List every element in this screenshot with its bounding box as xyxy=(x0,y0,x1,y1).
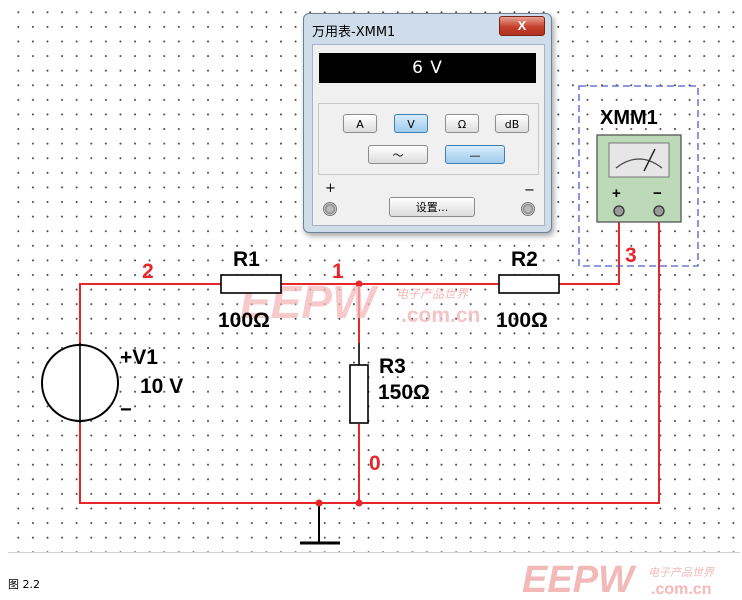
watermark-url: .com.cn xyxy=(401,304,480,327)
mode-ampere-button[interactable]: A xyxy=(343,114,377,133)
meter-minus: − xyxy=(653,185,662,202)
node-label-2: 2 xyxy=(142,260,154,283)
junction-node-0 xyxy=(355,499,363,507)
v1-value: 10 V xyxy=(140,375,183,398)
voltage-source-v1[interactable] xyxy=(41,343,119,423)
window-titlebar[interactable]: 万用表-XMM1 X xyxy=(304,14,551,44)
r3-name: R3 xyxy=(379,355,406,378)
plus-terminal-label: + xyxy=(325,181,336,196)
node-label-0: 0 xyxy=(369,452,381,475)
window-title: 万用表-XMM1 xyxy=(312,25,396,40)
node-label-1: 1 xyxy=(332,260,344,283)
minus-terminal-label: − xyxy=(524,183,535,198)
watermark: EEPW 电子产品世界 .com.cn xyxy=(240,276,480,328)
dc-button[interactable]: — xyxy=(445,145,505,164)
r2-value: 100Ω xyxy=(496,309,548,332)
resistor-r3[interactable] xyxy=(349,364,369,424)
reading-display: 6 V xyxy=(319,53,536,83)
schematic-drawing: EEPW 电子产品世界 .com.cn R1 100Ω R2 100Ω R3 1… xyxy=(41,85,699,545)
meter-plus: + xyxy=(612,185,621,202)
close-button[interactable]: X xyxy=(499,16,545,36)
controls-group: A V Ω dB 〜 — xyxy=(318,103,539,175)
ac-button[interactable]: 〜 xyxy=(368,145,428,164)
v1-name: +V1 xyxy=(120,346,158,369)
mode-volt-button[interactable]: V xyxy=(394,114,428,133)
junction-ground xyxy=(315,499,323,507)
node-label-3: 3 xyxy=(625,244,637,267)
ground-symbol[interactable] xyxy=(300,503,340,545)
wire-node-3[interactable] xyxy=(559,212,620,285)
v1-minus-sign: − xyxy=(120,399,132,421)
multimeter-panel: 6 V A V Ω dB 〜 — + − 设置... xyxy=(312,44,545,226)
junction-node-1 xyxy=(355,280,363,288)
resistor-r1[interactable] xyxy=(220,274,282,294)
settings-button[interactable]: 设置... xyxy=(389,197,475,217)
r2-name: R2 xyxy=(511,248,538,271)
multimeter-window[interactable]: 万用表-XMM1 X 6 V A V Ω dB 〜 — + − 设置... xyxy=(303,13,552,233)
resistor-r2[interactable] xyxy=(498,274,560,294)
minus-terminal-icon[interactable] xyxy=(521,202,535,216)
logo-text: EEPW xyxy=(522,559,637,600)
meter-plus-terminal[interactable] xyxy=(613,205,625,217)
r1-value: 100Ω xyxy=(218,309,270,332)
meter-minus-terminal[interactable] xyxy=(653,205,665,217)
mode-ohm-button[interactable]: Ω xyxy=(445,114,479,133)
eepw-logo: EEPW 电子产品世界 .com.cn xyxy=(522,559,715,600)
meter-name: XMM1 xyxy=(600,107,658,129)
wire-node-0[interactable] xyxy=(79,212,660,504)
wires xyxy=(79,212,660,504)
mode-decibel-button[interactable]: dB xyxy=(495,114,529,133)
multimeter-xmm1[interactable]: XMM1 + − xyxy=(578,85,699,267)
wire-node-2[interactable] xyxy=(79,283,221,345)
logo-tagline: 电子产品世界 xyxy=(648,566,715,579)
figure-caption: 图 2.2 xyxy=(8,578,40,591)
r3-value: 150Ω xyxy=(378,381,430,404)
r1-name: R1 xyxy=(233,248,260,271)
logo-url: .com.cn xyxy=(651,581,711,598)
watermark-tagline: 电子产品世界 xyxy=(396,287,469,301)
plus-terminal-icon[interactable] xyxy=(323,202,337,216)
